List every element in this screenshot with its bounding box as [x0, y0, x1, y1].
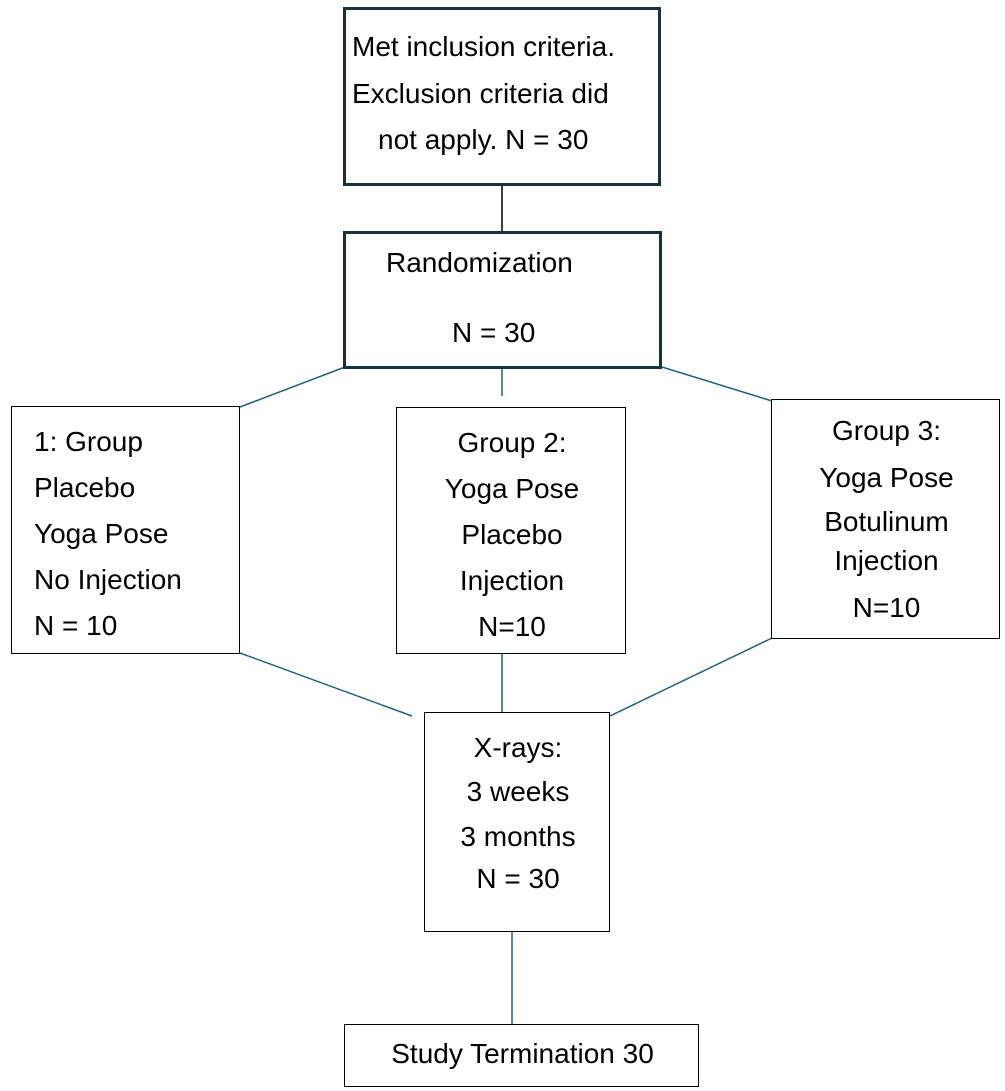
group-3-line-4: Injection	[834, 545, 939, 576]
group-3-count: N=10	[852, 592, 921, 623]
group-1-box: 1: Group Placebo Yoga Pose No Injection …	[11, 406, 240, 654]
inclusion-criteria-box: Met inclusion criteria. Exclusion criter…	[343, 7, 661, 186]
xrays-count: N = 30	[476, 863, 560, 894]
group-3-line-1: Group 3:	[832, 415, 941, 446]
group-1-line-4: No Injection	[34, 564, 182, 595]
inclusion-line-1: Met inclusion criteria.	[352, 31, 615, 62]
xrays-line-3: 3 months	[460, 821, 576, 852]
group-1-line-3: Yoga Pose	[34, 518, 169, 549]
group-3-box: Group 3: Yoga Pose Botulinum Injection N…	[771, 399, 1000, 639]
inclusion-line-3: not apply. N = 30	[378, 124, 589, 155]
inclusion-line-2: Exclusion criteria did	[352, 78, 609, 109]
group-1-line-1: 1: Group	[34, 426, 143, 457]
group-1-count: N = 10	[34, 610, 118, 641]
group-2-line-2: Yoga Pose	[444, 473, 580, 504]
connector-group3-to-xrays	[609, 637, 773, 717]
group-1-line-2: Placebo	[34, 472, 136, 503]
group-2-box: Group 2: Yoga Pose Placebo Injection N=1…	[396, 407, 626, 654]
group-2-line-4: Injection	[459, 565, 565, 596]
group-2-count: N=10	[478, 611, 546, 642]
group-3-line-2: Yoga Pose	[819, 462, 954, 493]
randomization-label: Randomization	[386, 247, 573, 278]
randomization-box: Randomization N = 30	[343, 231, 662, 369]
xrays-line-2: 3 weeks	[466, 776, 570, 807]
xrays-line-1: X-rays:	[473, 732, 563, 763]
study-termination-label: Study Termination 30	[391, 1038, 654, 1069]
study-termination-box: Study Termination 30	[344, 1024, 699, 1087]
connector-randomization-to-group3	[661, 366, 773, 402]
group-2-line-3: Placebo	[461, 519, 563, 550]
connector-randomization-to-group1	[239, 366, 346, 408]
connector-group1-to-xrays	[239, 652, 413, 717]
group-3-line-3: Botulinum	[824, 506, 949, 537]
xrays-box: X-rays: 3 weeks 3 months N = 30	[424, 712, 610, 932]
group-2-line-1: Group 2:	[457, 427, 567, 458]
randomization-count: N = 30	[452, 317, 536, 348]
